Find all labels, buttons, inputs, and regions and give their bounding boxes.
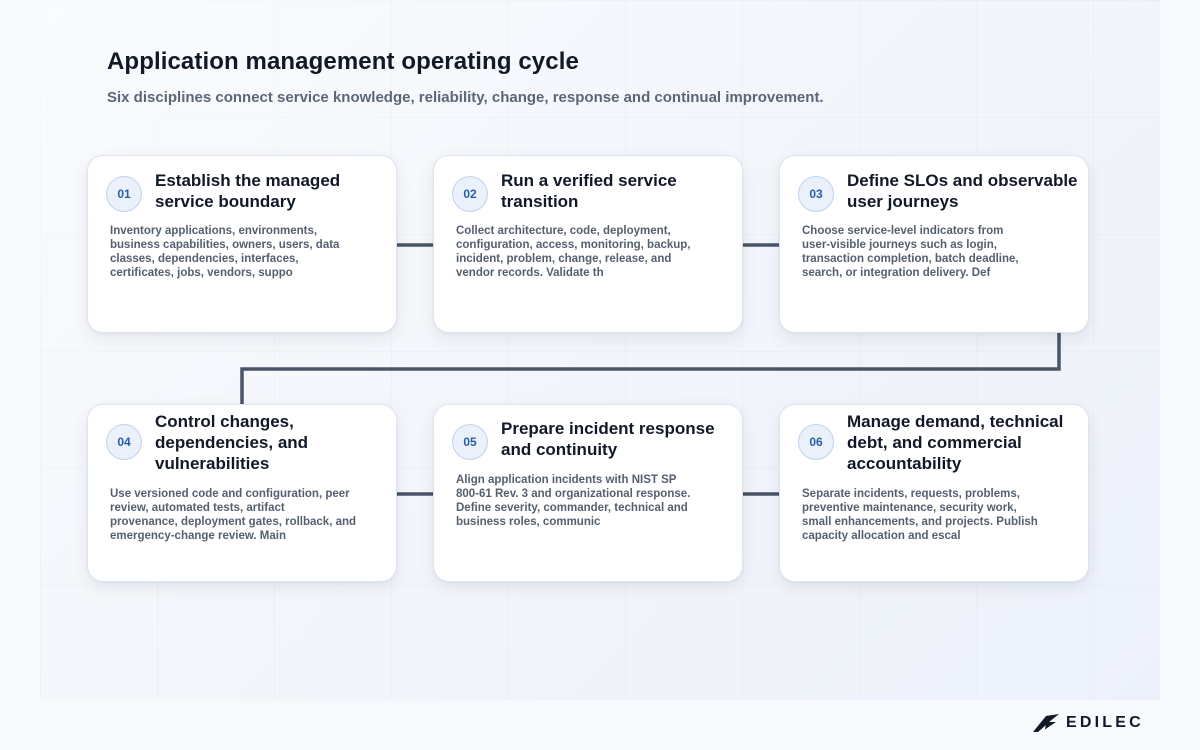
step-title: Define SLOs and observable user journeys: [847, 171, 1078, 211]
step-card-06: 06 Manage demand, technical debt, and co…: [779, 404, 1089, 582]
connector-03-04: [240, 332, 1061, 407]
step-title: Establish the managed service boundary: [155, 171, 341, 211]
step-number-badge: 01: [106, 176, 142, 212]
step-description: Inventory applications, environments, bu…: [110, 225, 340, 279]
step-number-badge: 04: [106, 424, 142, 460]
step-card-03: 03 Define SLOs and observable user journ…: [779, 155, 1089, 333]
step-number-badge: 06: [798, 424, 834, 460]
step-card-04: 04 Control changes, dependencies, and vu…: [87, 404, 397, 582]
brand-name: EDILEC: [1066, 714, 1144, 731]
step-number-badge: 03: [798, 176, 834, 212]
step-description: Align application incidents with NIST SP…: [456, 474, 691, 528]
step-title: Control changes, dependencies, and vulne…: [155, 412, 309, 473]
step-title: Manage demand, technical debt, and comme…: [847, 412, 1064, 473]
step-number-badge: 05: [452, 424, 488, 460]
step-description: Use versioned code and configuration, pe…: [110, 488, 357, 542]
brand-logo: EDILEC: [1032, 711, 1144, 735]
diagram-subtitle: Six disciplines connect service knowledg…: [107, 89, 824, 106]
step-card-01: 01 Establish the managed service boundar…: [87, 155, 397, 333]
step-description: Collect architecture, code, deployment, …: [456, 225, 691, 279]
step-title: Run a verified service transition: [501, 171, 677, 211]
diagram-canvas: [40, 0, 1160, 700]
step-description: Choose service-level indicators from use…: [802, 225, 1019, 279]
step-card-02: 02 Run a verified service transition Col…: [433, 155, 743, 333]
step-card-05: 05 Prepare incident response and continu…: [433, 404, 743, 582]
step-number-badge: 02: [452, 176, 488, 212]
step-title: Prepare incident response and continuity: [501, 419, 715, 459]
step-description: Separate incidents, requests, problems, …: [802, 488, 1038, 542]
edilec-logo-icon: [1033, 714, 1059, 732]
diagram-title: Application management operating cycle: [107, 48, 579, 75]
